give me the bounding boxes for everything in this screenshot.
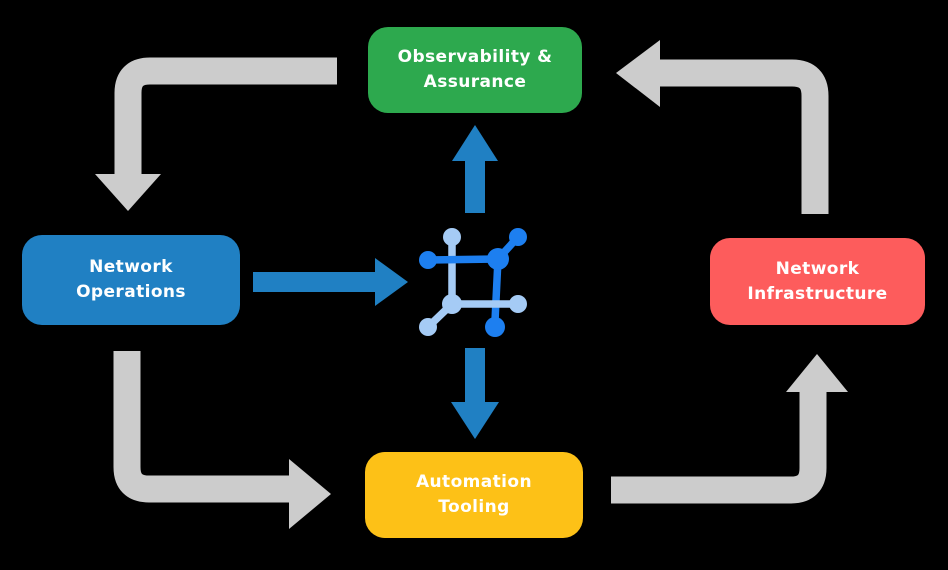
node-network-infrastructure: Network Infrastructure [710,238,925,325]
icon-right-light-node [509,295,527,313]
node-observability-assurance: Observability & Assurance [368,27,582,113]
arrow-head [451,402,499,439]
arrow-operations-to-automation [113,351,331,529]
node-automation-tooling: Automation Tooling [365,452,583,538]
icon-bottom-left-corner-node [442,294,462,314]
arrow-head [95,174,161,211]
icon-bottom-left-node [419,318,437,336]
arrow-shaft [611,392,827,504]
arrow-head [452,125,498,161]
arrow-head [616,40,660,107]
arrow-head [375,258,408,306]
arrow-head [289,459,331,529]
arrow-shaft [114,57,337,176]
arrow-operations-to-icon [253,258,408,306]
icon-left-dark-node [419,251,437,269]
node-label: Observability & Assurance [397,47,553,92]
icon-top-right-corner-node [487,248,509,270]
arrow-icon-to-automation [451,348,499,439]
icon-top-light-node [443,228,461,246]
arrow-observability-to-operations [95,57,337,211]
node-label: Network Infrastructure [747,258,888,304]
arrow-automation-to-infrastructure [611,354,848,504]
icon-bottom-right-node [485,317,505,337]
node-label: Network Operations [76,257,186,302]
arrow-shaft [660,59,829,214]
arrow-icon-to-observability [452,125,498,213]
node-network-operations: Network Operations [22,235,240,325]
arrow-infrastructure-to-observability [616,40,829,214]
arrow-head [786,354,848,392]
arrow-shaft [113,351,289,503]
node-label: Automation Tooling [416,472,532,517]
icon-top-edge [424,255,502,264]
network-automation-icon [419,228,527,337]
icon-top-right-node [509,228,527,246]
